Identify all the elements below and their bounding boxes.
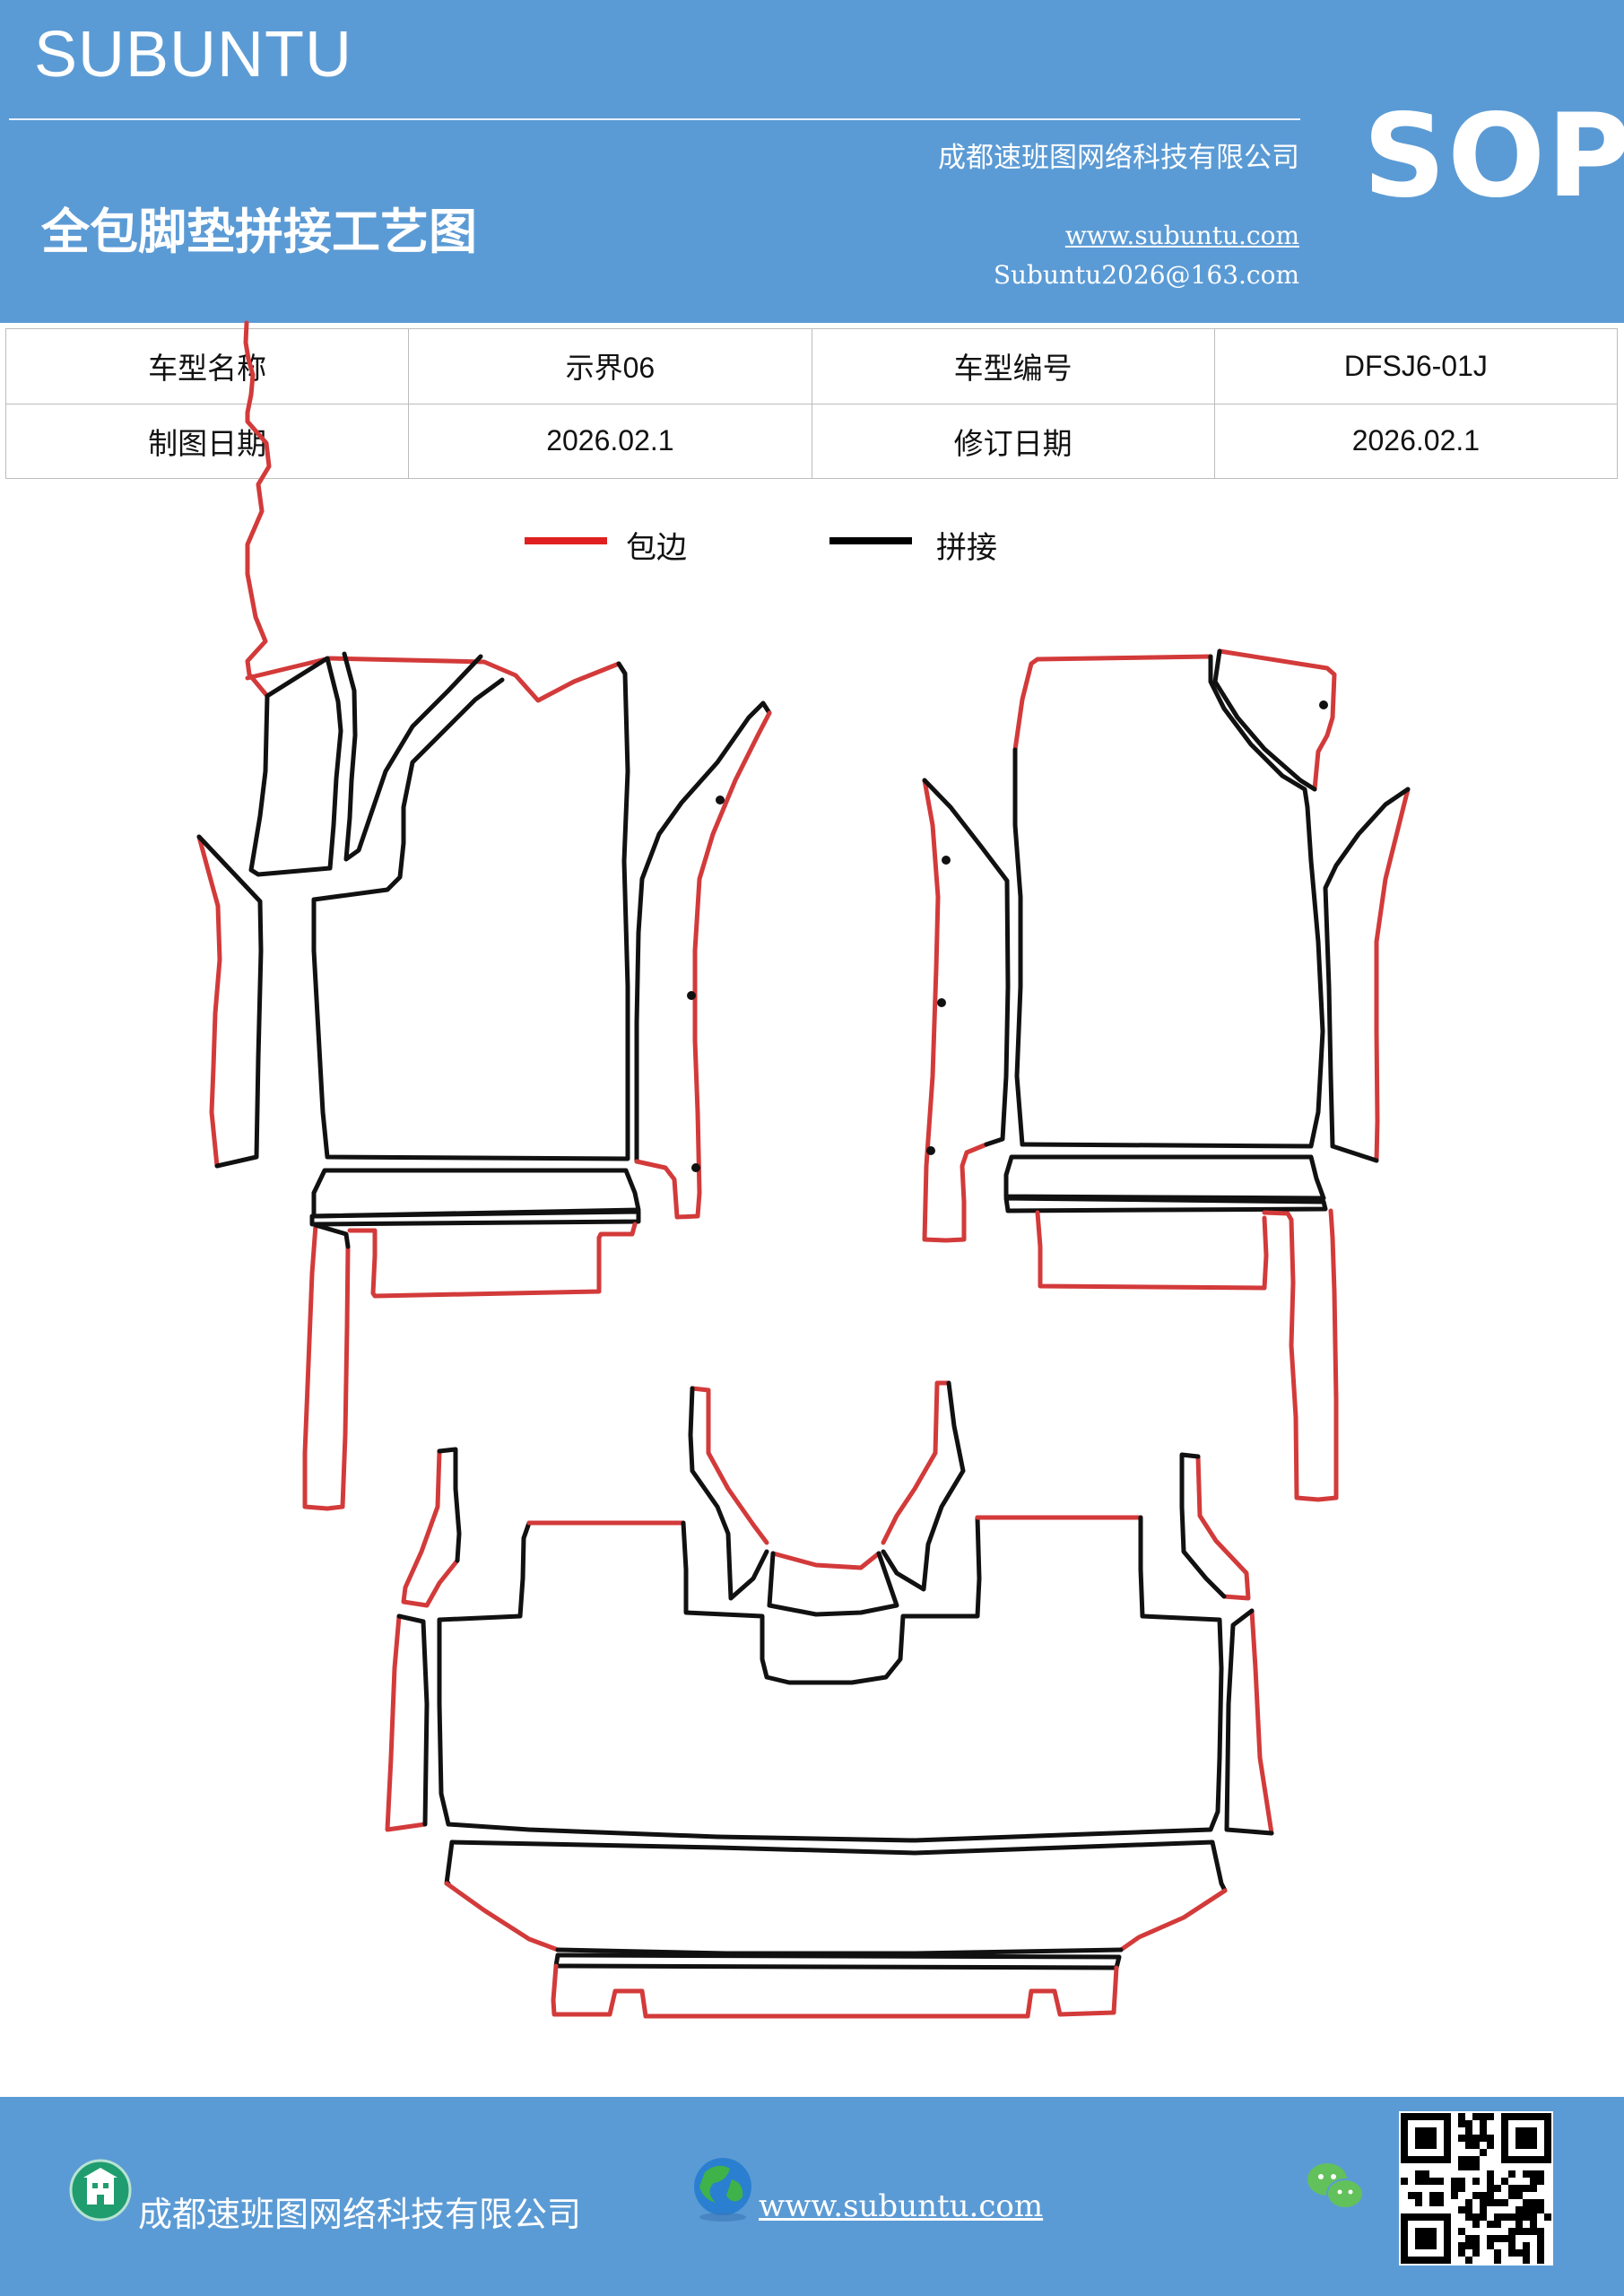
driver-diagonal-seam bbox=[342, 651, 483, 862]
vehicle-info-table: 车型名称 示界06 车型编号 DFSJ6-01J 制图日期 2026.02.1 … bbox=[4, 328, 1619, 479]
rear-side-left-seam bbox=[396, 1613, 430, 1827]
rivet-dot bbox=[687, 991, 696, 1000]
email-address: Subuntu2026@163.com bbox=[993, 260, 1299, 290]
footer-website-link[interactable]: www.subuntu.com bbox=[759, 2188, 1044, 2224]
footer-icons bbox=[69, 2158, 1364, 2222]
rear-main-seam bbox=[437, 1515, 1224, 1843]
footer-company-name: 成都速班图网络科技有限公司 bbox=[138, 2195, 582, 2234]
footer-banner: 成都速班图网络科技有限公司 www.subuntu.com bbox=[0, 2097, 1624, 2296]
header-divider bbox=[9, 118, 1300, 120]
driver-mat-group bbox=[196, 320, 772, 1511]
document-title: 全包脚垫拼接工艺图 bbox=[41, 203, 477, 260]
driver-right-edge-binding bbox=[634, 710, 772, 1220]
rear-right-wing-seam bbox=[1179, 1452, 1227, 1599]
passenger-upper-edge-binding bbox=[1012, 654, 1213, 752]
table-cell: 制图日期 bbox=[4, 403, 410, 479]
rivet-dot bbox=[1319, 700, 1328, 709]
passenger-corner-binding bbox=[1217, 648, 1337, 792]
legend-label-binding: 包边 bbox=[626, 530, 687, 566]
rear-side-right-binding bbox=[1249, 1608, 1274, 1836]
table-cell: DFSJ6-01J bbox=[1213, 328, 1619, 404]
legend-swatch-seam bbox=[829, 537, 912, 544]
qr-code-pattern bbox=[1401, 2113, 1551, 2264]
tunnel-center-binding bbox=[770, 1551, 881, 1570]
table-cell: 2026.02.1 bbox=[1213, 403, 1619, 479]
brand-name: SUBUNTU bbox=[34, 19, 353, 91]
passenger-bottom-strip-seam bbox=[1003, 1154, 1326, 1201]
driver-small-piece-seam bbox=[248, 656, 343, 877]
company-name: 成都速班图网络科技有限公司 bbox=[938, 142, 1299, 174]
table-row: 车型名称 示界06 车型编号 DFSJ6-01J bbox=[4, 328, 1619, 404]
rear-side-left-binding bbox=[385, 1613, 428, 1832]
website-link[interactable]: www.subuntu.com bbox=[1064, 221, 1299, 250]
rear-right-wing-binding bbox=[1195, 1454, 1251, 1601]
rivet-dot bbox=[691, 1163, 700, 1172]
driver-bottom-strip-seam bbox=[309, 1209, 641, 1227]
driver-shoulder-binding bbox=[245, 656, 628, 703]
table-cell: 车型名称 bbox=[4, 328, 410, 404]
sop-badge: SOP bbox=[1363, 90, 1624, 223]
rivet-dot bbox=[942, 856, 951, 865]
legend: 包边 拼接 bbox=[0, 525, 1624, 570]
rear-bottom-panel-seam bbox=[555, 1947, 1124, 1956]
driver-lower-left-seam bbox=[313, 1222, 351, 1249]
tunnel-center-seam bbox=[767, 1551, 899, 1617]
rear-left-wing-binding bbox=[401, 1448, 460, 1608]
globe-icon bbox=[694, 2158, 751, 2222]
table-cell: 修订日期 bbox=[811, 403, 1215, 479]
passenger-lower-right-binding bbox=[1262, 1208, 1339, 1502]
rear-main-seam bbox=[437, 1520, 532, 1622]
passenger-left-piece-seam bbox=[922, 778, 1011, 1147]
rear-side-right-seam bbox=[1224, 1608, 1274, 1836]
driver-bottom-strip-seam bbox=[311, 1168, 641, 1219]
building-icon bbox=[69, 2159, 132, 2222]
passenger-main-seam bbox=[1012, 654, 1325, 1149]
qr-code bbox=[1399, 2111, 1553, 2266]
rear-bottom-panel-seam bbox=[444, 1839, 455, 1886]
table-cell: 车型编号 bbox=[811, 328, 1215, 404]
wechat-icon bbox=[1307, 2163, 1364, 2209]
legend-swatch-binding bbox=[525, 537, 607, 544]
passenger-left-piece-binding bbox=[922, 778, 989, 1243]
table-cell: 2026.02.1 bbox=[408, 403, 812, 479]
passenger-right-piece-binding bbox=[1374, 787, 1411, 1163]
passenger-bottom-strip-seam bbox=[1003, 1196, 1328, 1213]
driver-lower-right-binding bbox=[347, 1222, 638, 1299]
rear-bottom-panel-binding bbox=[1118, 1888, 1228, 1952]
table-row: 制图日期 2026.02.1 修订日期 2026.02.1 bbox=[4, 403, 1619, 479]
tunnel-right-seam bbox=[881, 1380, 966, 1592]
table-cell: 示界06 bbox=[408, 328, 812, 404]
rear-lowest-strip-seam bbox=[553, 1952, 1122, 1970]
tunnel-left-seam bbox=[688, 1386, 769, 1601]
driver-left-edge-binding bbox=[196, 834, 222, 1169]
passenger-right-piece-seam bbox=[1323, 787, 1411, 1163]
driver-right-seam bbox=[634, 700, 772, 1164]
driver-upper-left-piece-binding bbox=[243, 320, 272, 699]
tunnel-left-binding bbox=[690, 1386, 769, 1545]
rear-bottom-panel-binding bbox=[444, 1881, 560, 1952]
rear-bottom-panel-seam bbox=[449, 1839, 1228, 1893]
driver-left-seam bbox=[196, 834, 264, 1169]
passenger-mat-group bbox=[922, 648, 1411, 1502]
rivet-dot bbox=[926, 1146, 935, 1155]
floor-mat-pattern-diagram bbox=[196, 320, 1411, 2019]
rear-main-seam bbox=[681, 1515, 982, 1685]
passenger-lower-left-binding bbox=[1035, 1210, 1269, 1291]
driver-lower-left-binding bbox=[302, 1222, 351, 1511]
rear-left-wing-seam bbox=[437, 1447, 462, 1563]
legend-label-seam: 拼接 bbox=[936, 530, 997, 566]
passenger-corner-seam bbox=[1212, 648, 1317, 792]
tunnel-right-binding bbox=[881, 1380, 951, 1545]
rear-lowest-strip-binding bbox=[551, 1963, 1119, 2019]
rivet-dot bbox=[937, 998, 946, 1007]
header-banner: SUBUNTU 成都速班图网络科技有限公司 全包脚垫拼接工艺图 www.subu… bbox=[0, 0, 1624, 323]
rivet-dot bbox=[716, 796, 725, 804]
driver-main-panel-seam bbox=[311, 661, 630, 1161]
rear-mat-group bbox=[385, 1380, 1274, 2019]
